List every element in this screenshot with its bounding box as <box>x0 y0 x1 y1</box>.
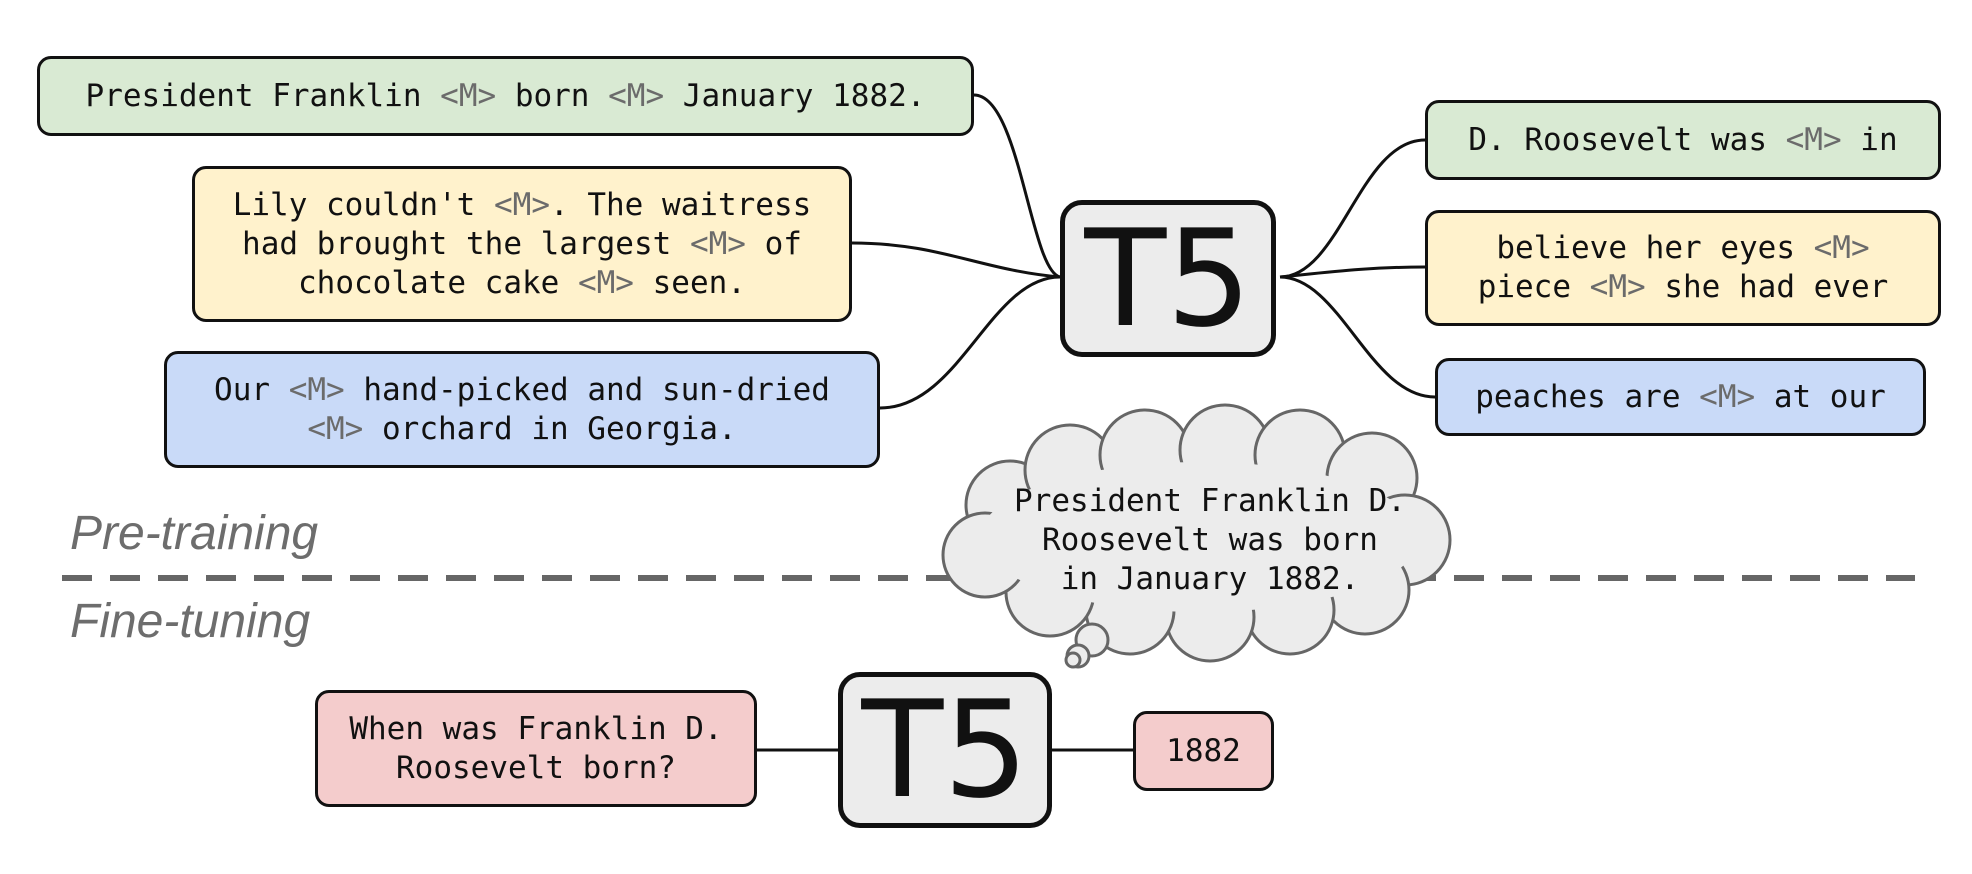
mask-token: <M> <box>440 77 497 114</box>
text-segment: she had ever <box>1645 269 1889 305</box>
answer-text: 1882 <box>1166 732 1241 769</box>
text-segment: January 1882. <box>664 77 926 114</box>
text-segment: hand-picked and sun-dried <box>344 371 830 408</box>
pretraining-input-box: Our <M> hand-picked and sun-dried<M> orc… <box>164 351 880 468</box>
text-segment: had brought the largest <box>242 225 690 262</box>
t5-model-finetuning: T5 <box>838 672 1052 828</box>
text-line: believe her eyes <M> <box>1478 229 1889 268</box>
text-line: piece <M> she had ever <box>1478 268 1889 307</box>
mask-token: <M> <box>689 225 746 262</box>
mask-token: <M> <box>1785 121 1842 158</box>
connector-input-2 <box>851 241 1061 279</box>
phase-label-finetuning: Fine-tuning <box>70 595 311 648</box>
text-line: chocolate cake <M> seen. <box>233 264 812 303</box>
text-segment: chocolate cake <box>298 264 578 301</box>
mask-token: <M> <box>1589 269 1646 305</box>
text-segment: of <box>745 225 802 262</box>
phase-label-pretraining: Pre-training <box>70 507 319 560</box>
text-line: President Franklin <M> born <M> January … <box>86 77 926 116</box>
text-segment: born <box>496 77 609 114</box>
text-segment: Our <box>214 371 289 408</box>
connector-input-3 <box>879 275 1061 410</box>
thought-line: Roosevelt was born <box>1042 521 1378 558</box>
connector-target-1 <box>1279 138 1426 279</box>
finetuning-question-box: When was Franklin D. Roosevelt born? <box>315 690 757 807</box>
pretraining-target-box: D. Roosevelt was <M> in <box>1425 100 1941 180</box>
text-line: D. Roosevelt was <M> in <box>1468 121 1897 160</box>
text-segment: believe her eyes <box>1496 230 1814 266</box>
text-segment: Lily couldn't <box>232 186 494 223</box>
connector-target-3 <box>1279 275 1436 399</box>
mask-token: <M> <box>307 410 364 447</box>
mask-token: <M> <box>1813 230 1870 266</box>
text-segment: piece <box>1477 269 1590 305</box>
mask-token: <M> <box>494 186 550 223</box>
text-line: peaches are <M> at our <box>1475 378 1886 417</box>
thought-line: in January 1882. <box>1060 560 1360 597</box>
text-line: Lily couldn't <M>. The waitress <box>233 186 812 225</box>
mask-token: <M> <box>1699 378 1756 415</box>
t5-model-pretraining: T5 <box>1060 200 1276 357</box>
text-segment: orchard in Georgia. <box>363 410 737 447</box>
mask-token: <M> <box>288 371 345 408</box>
mask-token: <M> <box>577 264 634 301</box>
question-line: Roosevelt born? <box>396 749 676 786</box>
pretraining-input-box: President Franklin <M> born <M> January … <box>37 56 974 136</box>
thought-line: President Franklin D. <box>1014 482 1406 519</box>
connector-input-1 <box>973 93 1061 279</box>
text-segment: at our <box>1755 378 1886 415</box>
text-segment: D. Roosevelt was <box>1468 121 1786 158</box>
text-line: <M> orchard in Georgia. <box>214 410 830 449</box>
text-line: had brought the largest <M> of <box>233 225 812 264</box>
mask-token: <M> <box>608 77 665 114</box>
text-segment: President Franklin <box>85 77 441 114</box>
question-line: When was Franklin D. <box>349 710 723 747</box>
text-segment: peaches are <box>1475 378 1700 415</box>
pretraining-target-box: peaches are <M> at our <box>1435 358 1926 436</box>
text-segment: in <box>1841 121 1898 158</box>
text-segment: seen. <box>633 264 746 301</box>
pretraining-target-box: believe her eyes <M>piece <M> she had ev… <box>1425 210 1941 326</box>
thought-cloud <box>941 403 1452 669</box>
text-line: Our <M> hand-picked and sun-dried <box>214 371 830 410</box>
thought-cloud-text: President Franklin D. Roosevelt was born… <box>960 480 1460 600</box>
connector-target-2 <box>1279 265 1426 279</box>
finetuning-answer-box: 1882 <box>1133 711 1274 791</box>
text-segment: . The waitress <box>550 186 812 223</box>
